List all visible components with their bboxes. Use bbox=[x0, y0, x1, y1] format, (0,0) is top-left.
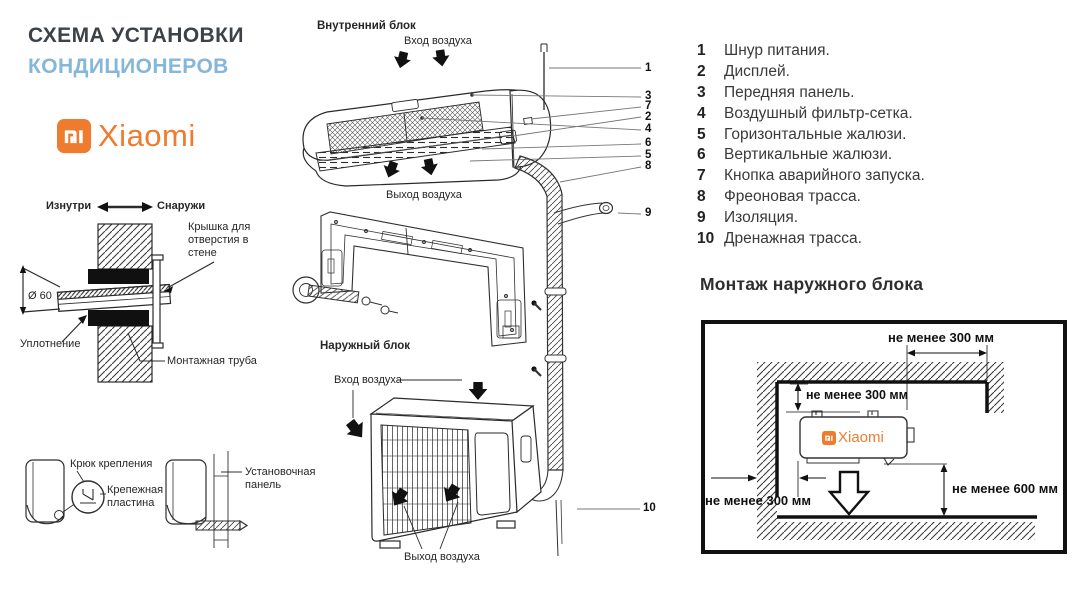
parts-list-item: 4 Воздушный фильтр-сетка. bbox=[697, 105, 1067, 126]
part-label: Кнопка аварийного запуска. bbox=[724, 167, 925, 185]
air-in-arrow-icon bbox=[341, 415, 371, 444]
part-label: Шнур питания. bbox=[724, 42, 830, 59]
part-label: Изоляция. bbox=[724, 209, 799, 227]
part-number: 2 bbox=[697, 62, 706, 80]
parts-list: 1 Шнур питания. 2 Дисплей. 3 Передняя панел… bbox=[697, 42, 1067, 251]
indoor-air-out-label: Выход воздуха bbox=[386, 189, 462, 201]
part-label: Вертикальные жалюзи. bbox=[724, 146, 893, 164]
parts-list-item: 6 Вертикальные жалюзи. bbox=[697, 146, 1067, 167]
panel-detail-drawing bbox=[165, 451, 249, 548]
part-label: Дисплей. bbox=[724, 62, 790, 80]
outdoor-air-out-label: Выход воздуха bbox=[404, 551, 480, 563]
outdoor-air-in-label: Вход воздуха bbox=[334, 374, 402, 386]
callout-8: 8 bbox=[645, 160, 652, 172]
indoor-unit-title: Внутренний блок bbox=[317, 20, 416, 32]
clearance-unit-brand: Xiaomi bbox=[822, 429, 884, 446]
part-number: 10 bbox=[697, 230, 715, 248]
air-in-arrow-icon bbox=[431, 48, 451, 68]
refrigerant-hose-drawing bbox=[514, 155, 614, 557]
callout-6: 6 bbox=[645, 137, 652, 149]
screw-icon bbox=[531, 300, 542, 311]
clearance-unit bbox=[799, 410, 915, 466]
air-out-arrow-icon bbox=[419, 157, 440, 177]
callout-5: 5 bbox=[645, 149, 652, 161]
outdoor-unit-title: Наружный блок bbox=[320, 340, 411, 352]
clearance-diagram bbox=[701, 320, 1067, 554]
dim-wall-top-label: не менее 300 мм bbox=[806, 388, 908, 402]
callout-3: 3 bbox=[645, 90, 652, 102]
brand-name: Xiaomi bbox=[98, 118, 196, 153]
part-label: Воздушный фильтр-сетка. bbox=[724, 104, 913, 122]
page-title-line2: КОНДИЦИОНЕРОВ bbox=[28, 55, 229, 78]
callout-leaders bbox=[420, 67, 642, 510]
air-in-arrow-icon bbox=[468, 382, 488, 400]
mounting-pipe-label: Монтажная труба bbox=[167, 355, 257, 367]
part-number: 9 bbox=[697, 209, 706, 227]
part-number: 1 bbox=[697, 42, 706, 59]
part-number: 3 bbox=[697, 83, 706, 101]
hook-label: Крюк крепления bbox=[70, 458, 153, 470]
callout-9: 9 bbox=[645, 207, 652, 219]
callout-7: 7 bbox=[645, 100, 652, 112]
outside-label: Снаружи bbox=[157, 200, 206, 212]
power-cord bbox=[540, 43, 548, 110]
part-number: 7 bbox=[697, 167, 706, 185]
callout-1: 1 bbox=[645, 62, 652, 74]
parts-list-item: 9 Изоляция. bbox=[697, 209, 1067, 230]
part-label: Передняя панель. bbox=[724, 83, 855, 101]
indoor-air-in-label: Вход воздуха bbox=[404, 35, 472, 47]
parts-list-item: 2 Дисплей. bbox=[697, 63, 1067, 84]
parts-list-item: 10 Дренажная трасса. bbox=[697, 230, 1067, 251]
down-arrow-icon bbox=[827, 470, 871, 516]
seal-label: Уплотнение bbox=[20, 338, 81, 350]
part-label: Фреоновая трасса. bbox=[724, 188, 861, 206]
wall-cover-label: Крышка для отверстия в стене bbox=[188, 221, 251, 259]
part-label: Горизонтальные жалюзи. bbox=[724, 125, 907, 143]
indoor-unit-drawing bbox=[302, 43, 552, 187]
xiaomi-logo-icon bbox=[822, 430, 836, 445]
inside-label: Изнутри bbox=[46, 200, 92, 212]
dim-bottom-label: не менее 600 мм bbox=[952, 481, 1058, 496]
outdoor-mounting-heading: Монтаж наружного блока bbox=[700, 274, 924, 294]
parts-list-item: 8 Фреоновая трасса. bbox=[697, 188, 1067, 209]
plate-label: Крепежная пластина bbox=[107, 484, 164, 509]
dim-top-label: не менее 300 мм bbox=[888, 330, 994, 345]
parts-list-item: 7 Кнопка аварийного запуска. bbox=[697, 167, 1067, 188]
screw-icon bbox=[531, 366, 542, 377]
part-number: 4 bbox=[697, 104, 706, 122]
page-title: СХЕМА УСТАНОВКИ КОНДИЦИОНЕРОВ bbox=[28, 24, 244, 79]
panel-label: Установочная панель bbox=[245, 466, 316, 491]
part-number: 5 bbox=[697, 125, 706, 143]
callout-2: 2 bbox=[645, 111, 652, 123]
part-label: Дренажная трасса. bbox=[724, 230, 862, 248]
part-number: 8 bbox=[697, 188, 706, 206]
outdoor-unit-drawing bbox=[341, 379, 542, 550]
parts-list-item: 3 Передняя панель. bbox=[697, 84, 1067, 105]
brand-name: Xiaomi bbox=[838, 429, 884, 446]
callout-10: 10 bbox=[643, 502, 656, 514]
inside-outside-arrow-icon bbox=[97, 202, 153, 212]
diameter-label: Ø 60 bbox=[28, 290, 52, 302]
dim-wall-side-label: не менее 300 мм bbox=[705, 493, 811, 508]
callout-4: 4 bbox=[645, 123, 652, 135]
brand-logo: Xiaomi bbox=[57, 118, 196, 154]
parts-list-item: 1 Шнур питания. bbox=[697, 42, 1067, 63]
mounting-plate-drawing bbox=[292, 211, 527, 347]
air-in-arrow-icon bbox=[391, 49, 413, 71]
hook-detail-drawing bbox=[25, 459, 106, 525]
parts-list-item: 5 Горизонтальные жалюзи. bbox=[697, 126, 1067, 147]
wall-cross-section-drawing bbox=[19, 202, 215, 383]
page-title-line1: СХЕМА УСТАНОВКИ bbox=[28, 24, 244, 47]
part-number: 6 bbox=[697, 146, 706, 164]
